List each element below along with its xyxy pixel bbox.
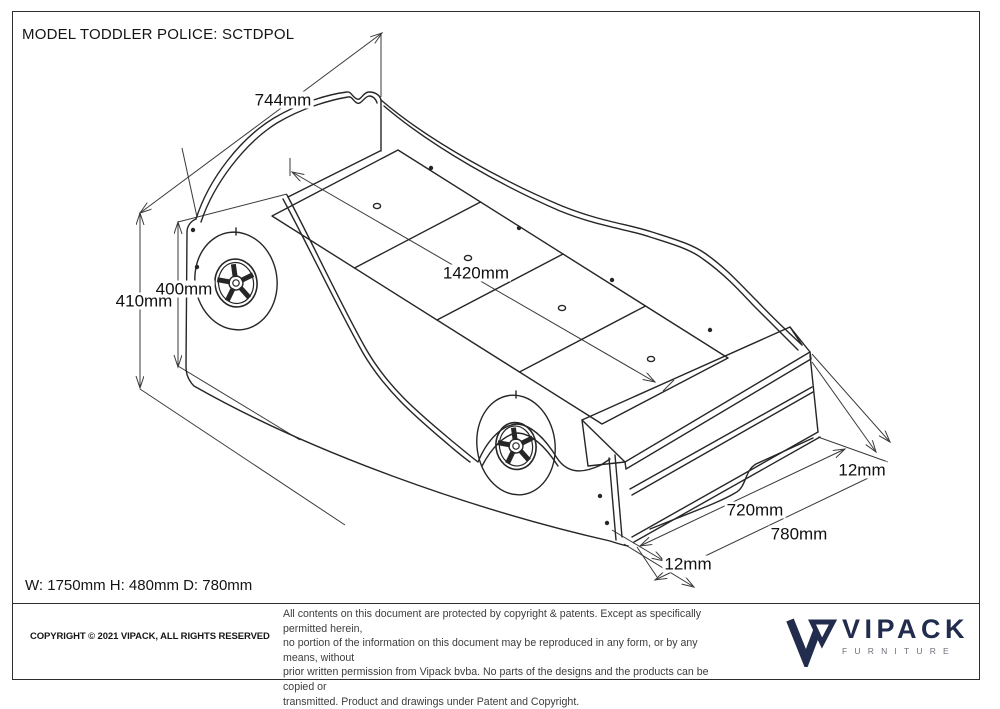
ext-line — [181, 147, 198, 218]
dim-label-744mm: 744mm — [252, 90, 314, 110]
dimension-lines — [140, 33, 890, 587]
screw-dots — [190, 165, 713, 526]
wheels — [214, 258, 537, 471]
dim-line-12-side-b — [623, 543, 694, 587]
brand-text: VIPACK FURNITURE — [842, 614, 969, 656]
legal-line: All contents on this document are protec… — [283, 608, 702, 635]
dim-line-12-side — [611, 529, 664, 561]
legal-line: no portion of the information on this do… — [283, 637, 698, 664]
ext-line — [139, 388, 346, 526]
dim-label-400mm: 400mm — [153, 279, 215, 299]
footboard-spoiler — [581, 326, 821, 543]
ext-line — [817, 436, 889, 463]
ext-line — [177, 193, 288, 223]
head-panel — [185, 218, 629, 547]
far-side-rail — [380, 99, 803, 351]
overall-dimensions-text: W: 1750mm H: 480mm D: 780mm — [25, 577, 253, 594]
legal-line: prior written permission from Vipack bvb… — [283, 666, 709, 693]
legal-line: transmitted. Product and drawings under … — [283, 695, 580, 708]
rear-wheel-arch — [476, 394, 556, 496]
dim-label-12mm-top: 12mm — [836, 460, 888, 480]
brand-logo: VIPACK FURNITURE — [786, 612, 982, 670]
ext-line — [662, 379, 675, 392]
slat-base — [271, 149, 729, 425]
page-border — [12, 11, 980, 680]
dim-label-720mm: 720mm — [724, 500, 786, 520]
ext-line — [177, 365, 301, 441]
wheel-arches — [194, 231, 556, 496]
footer-divider — [12, 603, 980, 604]
copyright-text: COPYRIGHT © 2021 VIPACK, ALL RIGHTS RESE… — [30, 631, 270, 642]
vipack-logo-icon — [786, 618, 838, 667]
dim-label-1420mm: 1420mm — [440, 263, 512, 283]
rear-wheel-icon — [495, 421, 537, 471]
legal-text: All contents on this document are protec… — [283, 607, 733, 709]
ext-line — [636, 546, 658, 578]
dim-line-12-top-b — [811, 361, 876, 452]
dim-label-12mm-side: 12mm — [662, 554, 714, 574]
brand-tagline: FURNITURE — [842, 646, 956, 656]
headboard-hood-curve — [195, 91, 382, 223]
bed-structure — [185, 91, 821, 547]
brand-name: VIPACK — [842, 614, 970, 644]
near-side-rail — [235, 194, 611, 472]
dim-label-780mm: 780mm — [768, 524, 830, 544]
dim-line-12-top — [811, 353, 890, 442]
front-wheel-icon — [214, 258, 258, 308]
dim-line-744 — [140, 33, 382, 213]
